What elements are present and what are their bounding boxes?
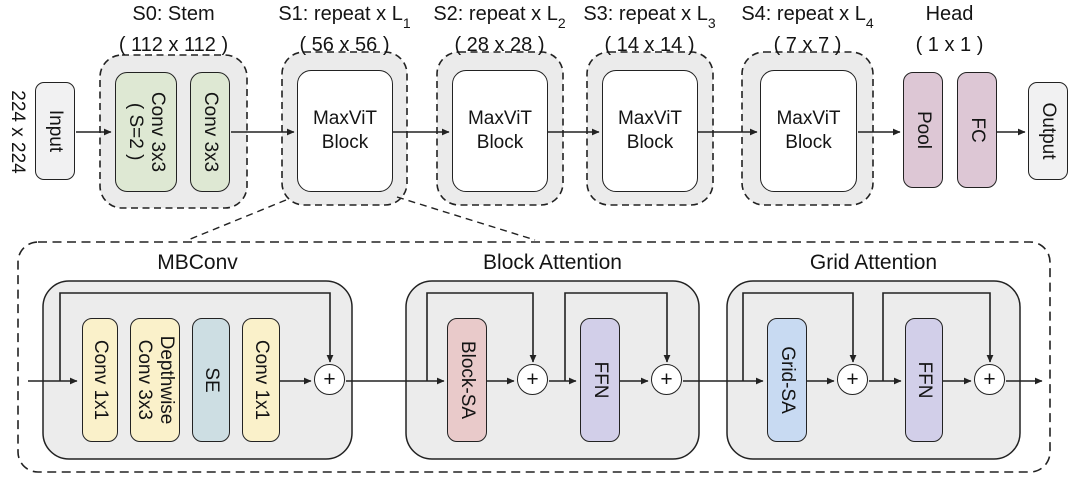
stage-subscript: 3 <box>707 15 716 31</box>
stage-label-s2: S2: repeat x L2 ( 28 x 28 ) <box>433 3 566 56</box>
maxvit-block-s1: MaxViT Block <box>297 70 393 192</box>
stage-label-s3: S3: repeat x L3 ( 14 x 14 ) <box>583 3 716 56</box>
head-label: Head ( 1 x 1 ) <box>915 3 984 56</box>
residual-add-icon: + <box>974 364 1005 395</box>
input-box: Input <box>35 82 75 180</box>
se-box: SE <box>192 318 230 442</box>
stage-subscript: 2 <box>557 15 566 31</box>
grid-attention-title: Grid Attention <box>809 251 938 274</box>
residual-add-icon: + <box>651 364 682 395</box>
stage-label-s0: S0: Stem ( 112 x 112 ) <box>118 3 229 56</box>
fc-box: FC <box>957 72 997 188</box>
maxvit-block-s3: MaxViT Block <box>602 70 698 192</box>
depthwise-conv-box: Depthwise Conv 3x3 <box>130 318 180 442</box>
mbconv-title: MBConv <box>157 251 238 274</box>
stage-subscript: 1 <box>402 15 411 31</box>
residual-add-icon: + <box>837 364 868 395</box>
block-attention-title: Block Attention <box>483 251 622 274</box>
input-dimension-label: 224 x 224 <box>7 89 29 174</box>
stem-conv-box: Conv 3x3 <box>190 72 230 192</box>
expansion-connector-left <box>187 199 287 241</box>
stage-label-s1: S1: repeat x L1 ( 56 x 56 ) <box>278 3 411 56</box>
conv1x1-a-box: Conv 1x1 <box>82 318 118 442</box>
pool-box: Pool <box>903 72 943 188</box>
residual-add-icon: + <box>314 364 345 395</box>
residual-add-icon: + <box>517 364 548 395</box>
block-sa-box: Block-SA <box>447 318 487 442</box>
ffn-grid-box: FFN <box>905 318 943 442</box>
maxvit-block-s4: MaxViT Block <box>760 70 857 192</box>
stem-conv-s2-box: Conv 3x3 ( S=2 ) <box>115 72 177 192</box>
grid-sa-box: Grid-SA <box>767 318 807 442</box>
maxvit-block-s2: MaxViT Block <box>452 70 548 192</box>
output-box: Output <box>1028 82 1068 180</box>
stage-subscript: 4 <box>865 15 874 31</box>
expansion-connector-right <box>396 196 536 241</box>
ffn-block-box: FFN <box>580 318 620 442</box>
conv1x1-b-box: Conv 1x1 <box>242 318 280 442</box>
stage-label-s4: S4: repeat x L4 ( 7 x 7 ) <box>741 3 874 56</box>
